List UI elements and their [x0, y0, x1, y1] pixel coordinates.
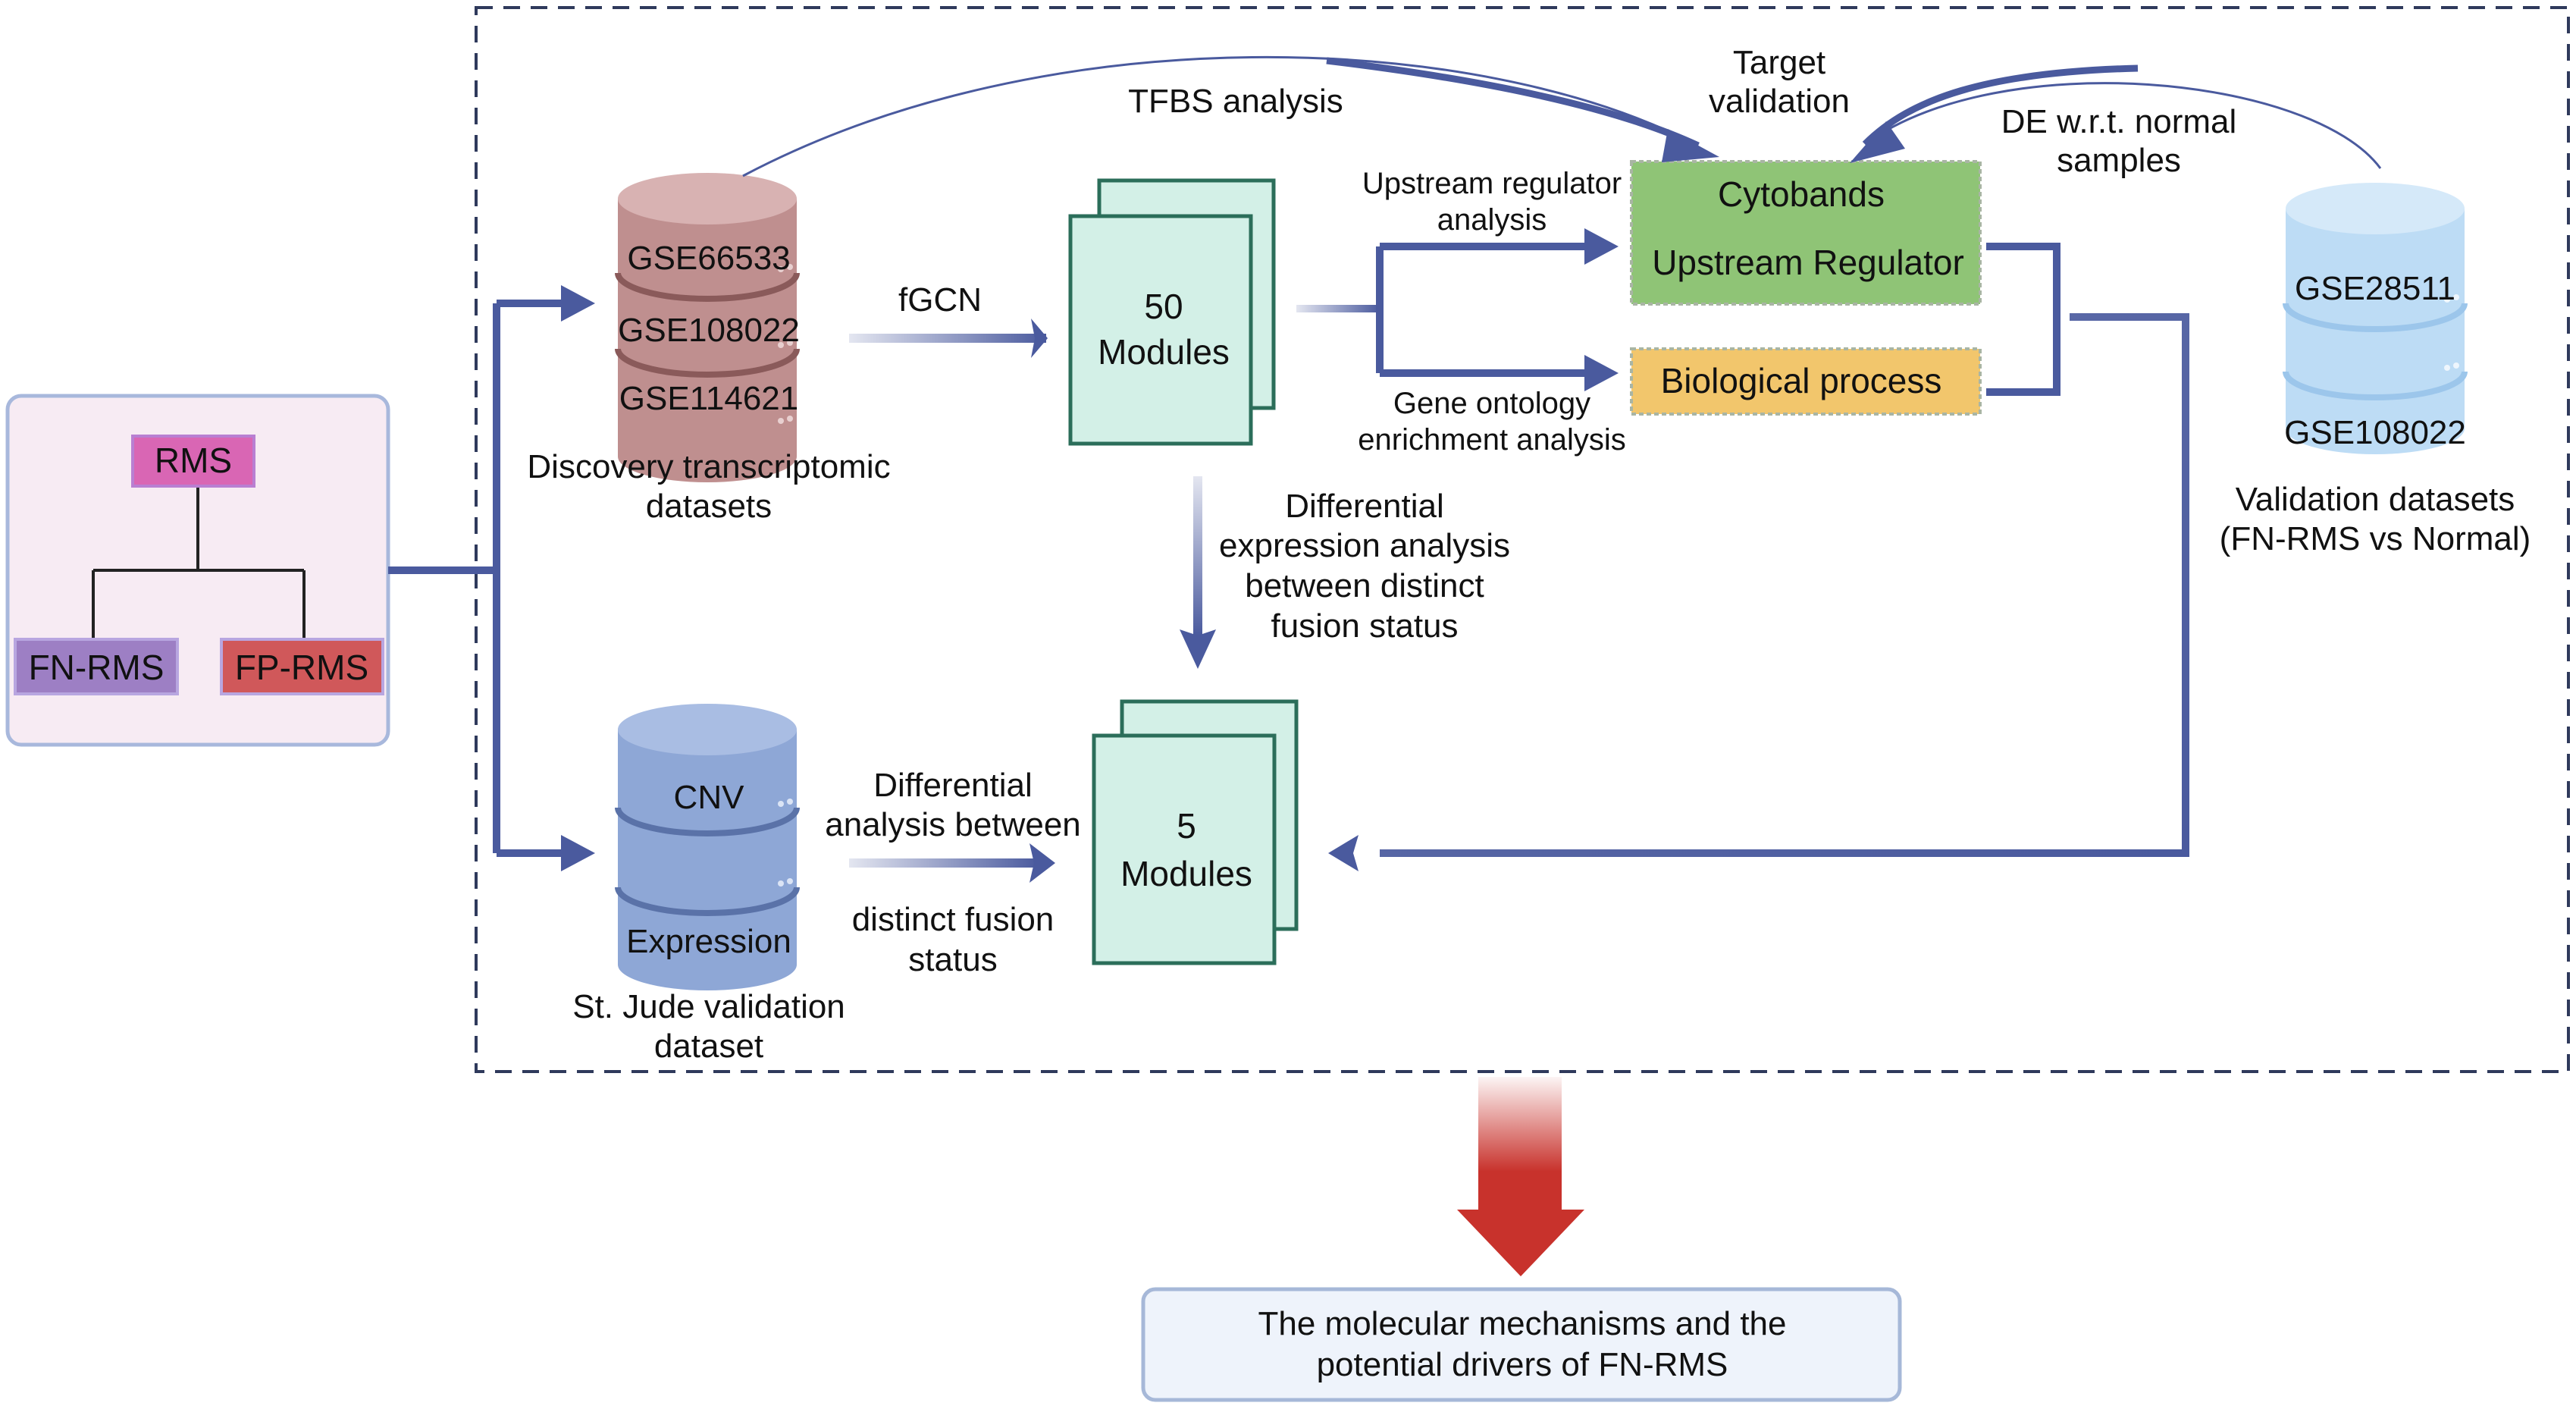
rms-box — [131, 435, 255, 488]
tfbs-curve-thick — [1326, 57, 1700, 149]
target-validation-line-1: Target — [1733, 44, 1825, 81]
fn-rms-box — [14, 638, 179, 695]
go-analysis-line-2: enrichment analysis — [1358, 423, 1626, 457]
output-line-2: potential drivers of FN-RMS — [1317, 1346, 1728, 1383]
stjude-caption-line-2: dataset — [654, 1028, 763, 1065]
tfbs-arrowhead — [1662, 129, 1719, 162]
output-box — [1141, 1287, 1902, 1402]
output-line-1: The molecular mechanisms and the — [1258, 1305, 1787, 1342]
fgcn-arrow — [849, 334, 1046, 343]
modules-5-count: 5 — [1177, 806, 1196, 846]
rms-classification-panel: RMS FN-RMS FP-RMS — [5, 394, 390, 747]
diff-expr-line-2: expression analysis — [1219, 527, 1510, 564]
big-arrow-shaft — [1478, 1077, 1562, 1212]
stjude-db-label-2: Expression — [626, 923, 791, 960]
modules-to-branch-line — [1296, 305, 1380, 312]
tfbs-curve — [742, 55, 1699, 177]
discovery-db-label-2: GSE108022 — [618, 312, 800, 349]
diff-expr-arrowhead — [1180, 629, 1216, 669]
arrowhead-to-bio-process — [1584, 355, 1619, 391]
results-bracket — [1986, 243, 2060, 396]
upstream-analysis-line-2: analysis — [1437, 203, 1547, 237]
diff-analysis-arrow — [849, 858, 1039, 868]
target-validation-arrowhead — [1850, 121, 1905, 163]
fn-rms-label: FN-RMS — [29, 648, 165, 687]
arrowhead-to-discovery — [561, 285, 595, 322]
branch-connector — [388, 300, 565, 857]
cytobands-label: Cytobands — [1718, 174, 1885, 214]
diff-expr-line-3: between distinct — [1245, 567, 1484, 604]
validation-db-label-1: GSE28511 — [2295, 270, 2455, 307]
validation-caption-line-1: Validation datasets — [2236, 481, 2515, 518]
diff-expr-line-1: Differential — [1285, 488, 1444, 525]
diff-expr-line-4: fusion status — [1271, 607, 1458, 645]
diff-analysis-line-1: Differential — [873, 767, 1033, 804]
rms-label: RMS — [155, 441, 232, 480]
diff-analysis-line-4: status — [908, 941, 997, 978]
fgcn-label: fGCN — [898, 281, 982, 319]
modules-50-word: Modules — [1098, 332, 1230, 372]
go-analysis-line-1: Gene ontology — [1393, 387, 1590, 420]
diff-expr-arrow — [1193, 476, 1202, 636]
upstream-analysis-line-1: Upstream regulator — [1362, 167, 1622, 200]
diff-analysis-line-3: distinct fusion — [852, 901, 1055, 938]
validation-database: GSE28511 GSE108022 — [2283, 183, 2468, 454]
dashed-frame — [475, 6, 2570, 1073]
target-validation-line-2: validation — [1709, 83, 1850, 120]
validation-db-label-2: GSE108022 — [2284, 414, 2466, 451]
diff-analysis-line-2: analysis between — [825, 806, 1081, 843]
tfbs-label: TFBS analysis — [1128, 83, 1343, 120]
modules-50-stack: 50 Modules — [1068, 178, 1276, 446]
de-normal-line-1: DE w.r.t. normal — [2001, 103, 2237, 140]
big-arrow-head — [1457, 1210, 1584, 1276]
stjude-db-label-1: CNV — [674, 779, 745, 816]
discovery-db-label-3: GSE114621 — [619, 380, 798, 417]
fgcn-arrow-tip — [1031, 319, 1048, 358]
upstream-regulator-label: Upstream Regulator — [1652, 243, 1964, 282]
branch-to-analyses — [1376, 243, 1588, 377]
biological-process-label: Biological process — [1661, 361, 1942, 400]
modules-5-word: Modules — [1120, 854, 1252, 893]
biological-process-box — [1630, 347, 1982, 416]
fp-rms-label: FP-RMS — [235, 648, 368, 687]
cytobands-upstream-box — [1630, 160, 1982, 306]
fp-rms-box — [220, 638, 384, 695]
arrowhead-to-stjude — [561, 835, 595, 871]
diff-analysis-arrowhead — [1029, 843, 1055, 883]
stjude-database: CNV Expression — [615, 704, 800, 990]
modules-50-count: 50 — [1144, 287, 1183, 326]
discovery-database: GSE66533 GSE108022 GSE114621 — [615, 173, 800, 482]
stjude-caption-line-1: St. Jude validation — [572, 988, 845, 1025]
target-validation-curve — [1864, 82, 2382, 169]
discovery-caption-line-2: datasets — [646, 488, 772, 525]
de-normal-line-2: samples — [2057, 142, 2181, 179]
validation-caption-line-2: (FN-RMS vs Normal) — [2220, 520, 2531, 557]
return-arrow-tip — [1328, 835, 1359, 871]
discovery-caption-line-1: Discovery transcriptomic — [527, 448, 890, 485]
modules-5-stack: 5 Modules — [1092, 699, 1299, 965]
return-path — [1380, 313, 2189, 857]
discovery-db-label-1: GSE66533 — [627, 240, 790, 277]
arrowhead-to-cytobands — [1584, 228, 1619, 265]
